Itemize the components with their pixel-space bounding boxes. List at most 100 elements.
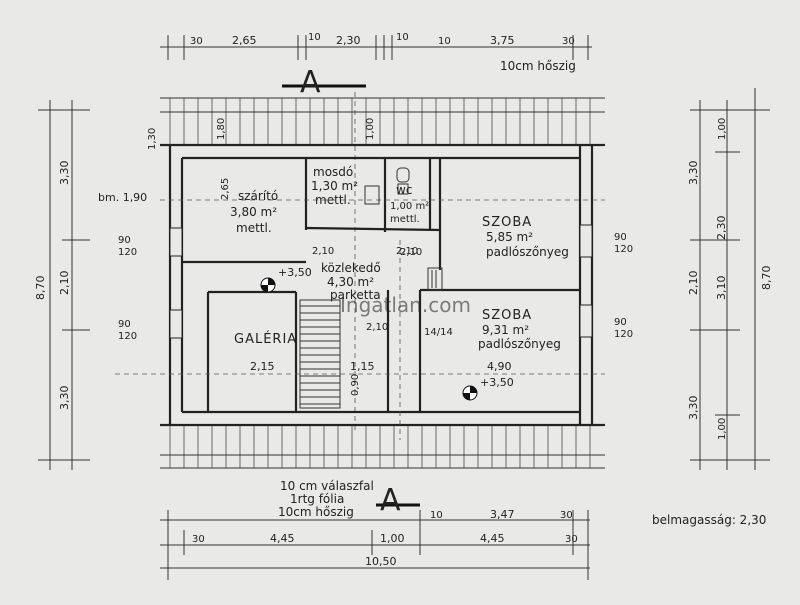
inner-dim-v4: 1,00 [365, 118, 376, 140]
bottom-dim-9: 30 [560, 510, 573, 521]
top-dim-6: 10 [438, 36, 451, 47]
watermark: Ingatlan.com [340, 293, 471, 317]
room-galeria-name: GALÉRIA [234, 331, 297, 347]
hatch-lines-bottom [169, 425, 591, 468]
room-szoba2-name: SZOBA [482, 308, 532, 323]
room-mosdo: mosdó 1,30 m² mettl. [311, 165, 358, 207]
inner-dim-d1: 2,10 [312, 246, 334, 257]
room-wc: wc 1,00 m² mettl. [390, 183, 429, 225]
inner-dim-d3: 2,10 [366, 322, 388, 333]
wall-notes: 10 cm válaszfal 1rtg fólia 10cm hőszig [278, 479, 374, 519]
room-szarito-name: szárító [238, 189, 278, 203]
inner-dim-d6: 1,15 [350, 360, 375, 373]
right-dim-bottom: 3,30 [687, 396, 700, 421]
room-kozlekedo-area: 4,30 m² [327, 275, 374, 289]
room-szoba-2: SZOBA 9,31 m² padlószőnyeg [478, 308, 561, 351]
room-wc-name: wc [396, 183, 412, 197]
bottom-dim-3: 1,00 [380, 532, 405, 545]
room-galeria: GALÉRIA [234, 331, 297, 347]
left-dim-top: 3,30 [58, 161, 71, 186]
top-dim-7: 3,75 [490, 34, 515, 47]
top-dim-8: 30 [562, 36, 575, 47]
window-dim-w7: 90 [614, 317, 627, 328]
bottom-dim-7: 10 [430, 510, 443, 521]
level-value-1: +3,50 [278, 266, 312, 279]
room-szoba2-floor: padlószőnyeg [478, 337, 561, 351]
roof-hatch-bottom [160, 410, 605, 469]
right-dimension-chain: 8,70 3,30 2,10 3,30 1,00 1,00 3,10 2,30 [687, 88, 773, 470]
window-dim-w3: 90 [118, 319, 131, 330]
window-dim-w8: 120 [614, 329, 633, 340]
inner-dim-v3: 2,65 [220, 178, 231, 200]
bottom-dim-2: 4,45 [270, 532, 295, 545]
interior-walls [182, 158, 580, 412]
outer-walls [168, 145, 594, 425]
top-dim-4: 2,30 [336, 34, 361, 47]
right-dim-top: 3,30 [687, 161, 700, 186]
room-szoba-1: SZOBA 5,85 m² padlószőnyeg [482, 215, 569, 259]
bottom-dim-5: 30 [565, 534, 578, 545]
top-dimension-chain: 30 2,65 10 2,30 10 10 3,75 30 10cm hőszi… [160, 32, 592, 73]
ridge-lines [115, 199, 605, 440]
right-dim-sub2: 1,00 [717, 418, 728, 440]
section-marker-top: A [282, 65, 366, 430]
window-dim-w4: 120 [118, 331, 137, 342]
inner-dim-d8: 2,10 [400, 247, 422, 258]
right-dim-sub3: 3,10 [715, 276, 728, 301]
room-szoba1-name: SZOBA [482, 215, 532, 230]
bottom-dimension-chain: 10 3,47 30 30 4,45 1,00 4,45 30 10,50 [160, 508, 590, 580]
window-dim-w2: 120 [118, 247, 137, 258]
room-szoba2-area: 9,31 m² [482, 323, 529, 337]
ceiling-height-note: belmagasság: 2,30 [652, 513, 766, 527]
left-dim-bottom: 3,30 [58, 386, 71, 411]
room-szoba1-area: 5,85 m² [486, 230, 533, 244]
left-dimension-chain: 8,70 3,30 2,10 3,30 [34, 100, 90, 470]
room-kozlekedo-floor: parketta [330, 288, 381, 302]
level-marker-1: +3,50 [260, 266, 312, 293]
note-foil: 1rtg fólia [290, 492, 344, 506]
note-partition: 10 cm válaszfal [280, 479, 374, 493]
room-szarito: szárító 3,80 m² mettl. [230, 189, 278, 235]
hatch-lines-top [169, 98, 591, 145]
top-dim-2: 2,65 [232, 34, 257, 47]
section-letter-top: A [300, 65, 321, 100]
window-dim-w1: 90 [118, 235, 131, 246]
level-marker-2: +3,50 [462, 376, 514, 401]
bottom-dim-1: 30 [192, 534, 205, 545]
inner-dim-v2: 1,80 [216, 118, 227, 140]
note-insulation: 10cm hőszig [278, 505, 354, 519]
room-kozlekedo-name: közlekedő [321, 261, 381, 275]
inner-dim-d4: 4,90 [487, 360, 512, 373]
roof-hatch-top [160, 97, 605, 160]
left-dim-total: 8,70 [34, 276, 47, 301]
level-value-2: +3,50 [480, 376, 514, 389]
section-marker-bottom: A [376, 483, 420, 518]
section-letter-bottom: A [380, 483, 401, 518]
top-insulation-label: 10cm hőszig [500, 59, 576, 73]
right-dim-total: 8,70 [760, 266, 773, 291]
room-wc-area: 1,00 m² [390, 201, 429, 212]
top-dim-1: 30 [190, 36, 203, 47]
room-mosdo-name: mosdó [313, 165, 353, 179]
room-szarito-area: 3,80 m² [230, 205, 277, 219]
inner-dim-d2: 2,10 [396, 246, 418, 257]
top-dim-3: 10 [308, 32, 321, 43]
bottom-dim-8: 3,47 [490, 508, 515, 521]
bm-height-label: bm. 1,90 [98, 191, 147, 204]
room-szoba1-floor: padlószőnyeg [486, 245, 569, 259]
left-dim-mid: 2,10 [58, 271, 71, 296]
bottom-dim-total: 10,50 [365, 555, 397, 568]
room-mosdo-area: 1,30 m² [311, 179, 358, 193]
window-dim-w6: 120 [614, 244, 633, 255]
bottom-dim-4: 4,45 [480, 532, 505, 545]
room-szarito-floor: mettl. [236, 221, 272, 235]
inner-dim-d7: 0,90 [350, 374, 361, 396]
inner-dim-d5: 2,15 [250, 360, 275, 373]
room-kozlekedo: közlekedő 4,30 m² parketta [321, 261, 381, 302]
staircase [299, 299, 341, 409]
right-dim-sub1: 1,00 [717, 118, 728, 140]
stair-count: 14/14 [424, 327, 453, 338]
room-wc-floor: mettl. [390, 214, 420, 225]
right-dim-mid: 2,10 [687, 271, 700, 296]
